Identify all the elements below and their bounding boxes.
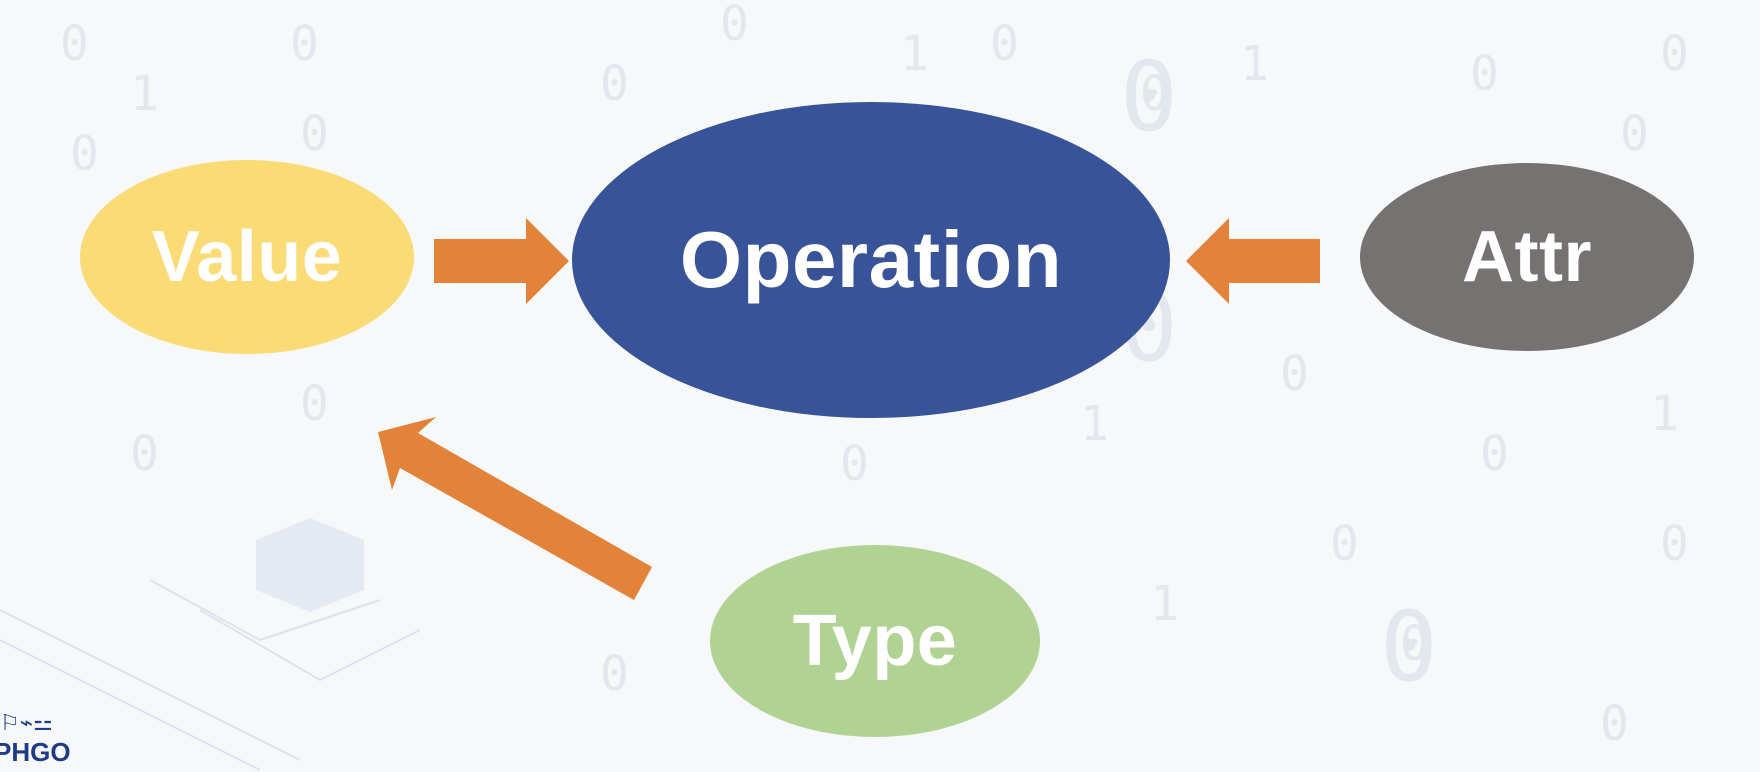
arrow-attr-to-operation (1186, 218, 1320, 304)
brand-logo: ⚐⌁⚍ PHGO (0, 708, 90, 770)
logo-text: PHGO (0, 737, 71, 767)
node-attr-label: Attr (1462, 217, 1592, 297)
node-type-label: Type (792, 601, 958, 681)
arrow-type-to-value (378, 417, 652, 600)
node-attr: Attr (1360, 163, 1694, 351)
node-value: Value (80, 160, 414, 354)
arrow-value-to-operation (434, 218, 569, 304)
circuit-logo-icon: ⚐⌁⚍ (0, 710, 53, 735)
node-operation-label: Operation (679, 215, 1063, 304)
node-value-label: Value (151, 217, 343, 297)
node-type: Type (710, 545, 1040, 737)
node-operation: Operation (572, 102, 1170, 418)
